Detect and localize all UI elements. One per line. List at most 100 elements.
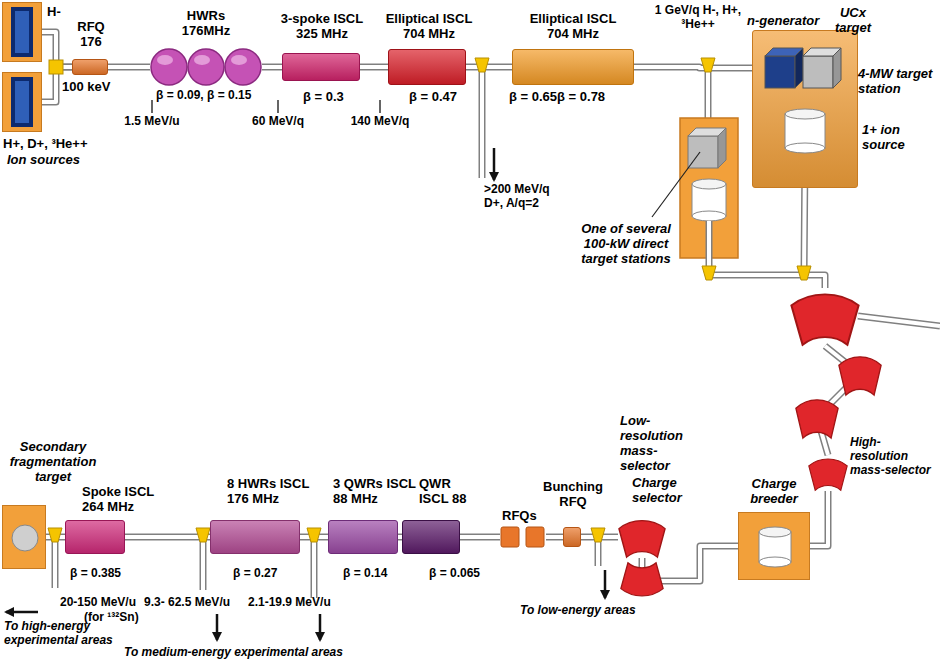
source-body	[11, 7, 33, 57]
component-box: HWRs 176MHzβ = 0.09, β = 0.15	[150, 49, 262, 85]
beam-pipe	[709, 221, 804, 275]
component-box: 4-MW target stationn-generatorUCx target…	[752, 30, 858, 188]
pipe-bore	[466, 65, 512, 69]
beam-pipe	[55, 537, 56, 588]
beam-line	[546, 537, 563, 538]
energy-label: To high-energy experimental areas	[4, 620, 122, 648]
pipe-wall	[52, 537, 59, 588]
energy-label: >200 MeV/q D+, A/q=2	[484, 183, 568, 211]
component-box: Spoke ISCL 264 MHzβ = 0.385	[65, 520, 125, 554]
component-label: RFQ 176	[67, 20, 115, 50]
pipe-bore	[546, 535, 563, 539]
rfq-box	[501, 527, 519, 547]
component-note: β = 0.09, β = 0.15	[156, 89, 276, 103]
cylinder-base	[692, 211, 726, 221]
energy-label: 1 GeV/q H-, H+, ³He++	[654, 4, 742, 32]
pipe-wall	[460, 534, 500, 541]
pipe-wall	[360, 64, 388, 71]
component-label: Low-resolution mass-selector	[620, 414, 706, 474]
energy-label: 100 keV	[62, 80, 122, 95]
cavity-highlight	[231, 55, 247, 65]
component-box: Bunching RFQ	[563, 527, 581, 547]
beam-line	[634, 67, 765, 68]
beam-line	[460, 537, 500, 538]
beam-pipe	[314, 537, 315, 598]
component-label: n-generator	[747, 14, 827, 29]
rfq-box	[526, 527, 544, 547]
beam-switch	[475, 58, 489, 72]
pipe-wall	[466, 64, 512, 71]
extraction-arrow	[6, 611, 38, 614]
beam-pipe	[858, 316, 940, 326]
energy-label: 2.1-19.9 MeV/u	[248, 596, 348, 610]
pipe-bore	[262, 65, 282, 69]
ion-source-symbol	[3, 3, 43, 63]
energy-label: 20-150 MeV/u	[60, 596, 144, 610]
energy-label: One of several 100-kW direct target stat…	[574, 222, 678, 267]
fragmentation-target-symbol	[3, 506, 47, 570]
pipe-wall	[546, 534, 563, 541]
component-box: Low-resolution mass-selector	[790, 288, 860, 346]
beam-line	[125, 537, 210, 538]
beam-switch	[702, 266, 716, 280]
energy-label: 140 MeV/q	[340, 115, 420, 129]
cube-front	[803, 56, 833, 88]
ion-source-symbol	[3, 73, 43, 133]
component-box: n-generator	[765, 48, 803, 88]
component-box: 1+ ion source	[785, 109, 825, 153]
dipole-magnet	[790, 288, 860, 346]
pipe-bore	[480, 67, 484, 178]
component-box: Charge breeder	[738, 512, 810, 580]
pipe-bore	[858, 316, 940, 326]
beam-line	[466, 67, 512, 68]
beam-pipe	[203, 537, 204, 590]
extraction-arrow	[493, 148, 496, 180]
component-box: H+, D+, ³He++Ion sources	[2, 72, 42, 132]
cavity-highlight	[194, 55, 210, 65]
source-core	[15, 11, 29, 53]
component-box: 3-spoke ISCL 325 MHzβ = 0.3	[282, 53, 360, 81]
component-box: RFQs	[500, 527, 546, 547]
extraction-arrow	[319, 614, 322, 640]
component-note: β = 0.27	[233, 567, 293, 581]
cube-side	[833, 48, 841, 88]
dipole-magnet	[618, 516, 666, 558]
target-cube-front	[688, 136, 718, 168]
component-note: β = 0.14	[343, 567, 403, 581]
pipe-wall	[858, 316, 940, 326]
component-label: UCx target	[825, 6, 881, 36]
component-box: UCx target	[803, 48, 841, 88]
pipe-wall	[262, 64, 282, 71]
beam-line	[108, 67, 150, 68]
pipe-bore	[709, 221, 804, 275]
source-body	[11, 77, 33, 127]
dipole-magnet	[839, 357, 881, 395]
target-disc	[12, 525, 38, 551]
cylinder-base	[759, 557, 791, 567]
dipole-magnet	[621, 563, 663, 596]
component-box: Elliptical ISCL 704 MHzβ = 0.65β = 0.78	[512, 49, 634, 85]
beam-pipe	[708, 67, 709, 122]
dipole-magnet	[808, 455, 848, 491]
component-box: High-resolution mass-selector	[808, 455, 848, 491]
hwr-cavity	[151, 49, 187, 85]
hwr-cavity	[188, 49, 224, 85]
pipe-wall	[479, 67, 486, 178]
pipe-wall	[200, 537, 207, 590]
magnet-yoke	[791, 294, 858, 344]
magnet-yoke	[619, 521, 665, 558]
component-label: Bunching RFQ	[538, 480, 608, 510]
energy-label: To medium-energy experimental areas	[124, 646, 384, 660]
beam-switch	[307, 528, 321, 542]
pipe-wall	[125, 534, 210, 541]
component-label: 1+ ion source	[862, 123, 936, 153]
extraction-arrow	[216, 614, 219, 640]
component-box: Secondary fragmentation target	[2, 505, 46, 569]
component-note: β = 0.47	[409, 90, 469, 105]
pipe-bore	[312, 537, 316, 598]
component-box: Charge selector	[618, 516, 666, 558]
component-box: 8 HWRs ISCL 176 MHzβ = 0.27	[210, 520, 300, 554]
component-label: 3-spoke ISCL 325 MHz	[277, 12, 367, 42]
